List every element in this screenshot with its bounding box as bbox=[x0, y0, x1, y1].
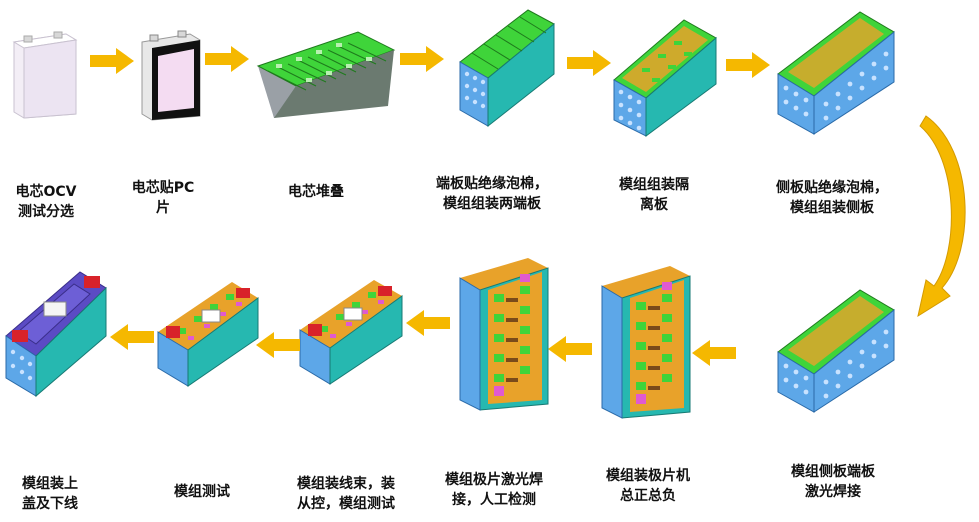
arrow-right-4 bbox=[567, 50, 611, 76]
arrow-right-2 bbox=[205, 46, 249, 72]
arrow-left-7 bbox=[692, 340, 736, 366]
step-9-label: 模组极片激光焊 接，人工检测 bbox=[445, 472, 543, 508]
arrow-left-10 bbox=[256, 332, 300, 358]
step-6-label: 侧板贴绝缘泡棉， 模组组装侧板 bbox=[776, 180, 888, 216]
step-9-busbar-weld-image bbox=[458, 254, 550, 412]
arrow-right-1 bbox=[90, 48, 134, 74]
step-11-label: 模组测试 bbox=[174, 484, 230, 500]
arrow-left-9 bbox=[406, 310, 450, 336]
step-3-label: 电芯堆叠 bbox=[288, 184, 344, 200]
step-4-label: 端板贴绝缘泡棉， 模组组装两端板 bbox=[436, 176, 548, 212]
step-8-busbar-image bbox=[600, 262, 692, 420]
step-2-cell-pc-image bbox=[138, 28, 204, 122]
arrow-left-11 bbox=[110, 324, 154, 350]
step-7-laser-weld-image bbox=[776, 282, 896, 414]
step-11-test-image bbox=[156, 276, 260, 388]
step-5-isolation-plate-image bbox=[612, 8, 718, 138]
step-7-label: 模组侧板端板 激光焊接 bbox=[791, 464, 875, 500]
curved-arrow-down bbox=[912, 110, 978, 320]
step-6-side-plates-image bbox=[776, 4, 896, 136]
step-2-label: 电芯贴PC 片 bbox=[131, 180, 195, 216]
step-10-harness-image bbox=[298, 274, 404, 386]
step-4-end-plates-image bbox=[458, 2, 558, 130]
arrow-left-8 bbox=[548, 336, 592, 362]
step-12-label: 模组装上 盖及下线 bbox=[22, 476, 78, 512]
arrow-right-5 bbox=[726, 52, 770, 78]
step-12-top-cover-image bbox=[4, 266, 108, 398]
step-10-label: 模组装线束，装 从控，模组测试 bbox=[297, 476, 395, 512]
step-3-cell-stack-image bbox=[256, 14, 396, 120]
step-1-label: 电芯OCV 测试分选 bbox=[15, 184, 77, 220]
arrow-right-3 bbox=[400, 46, 444, 72]
step-8-label: 模组装极片机 总正总负 bbox=[606, 468, 690, 504]
step-5-label: 模组组装隔 离板 bbox=[619, 177, 689, 213]
step-1-cell-image bbox=[10, 28, 82, 120]
